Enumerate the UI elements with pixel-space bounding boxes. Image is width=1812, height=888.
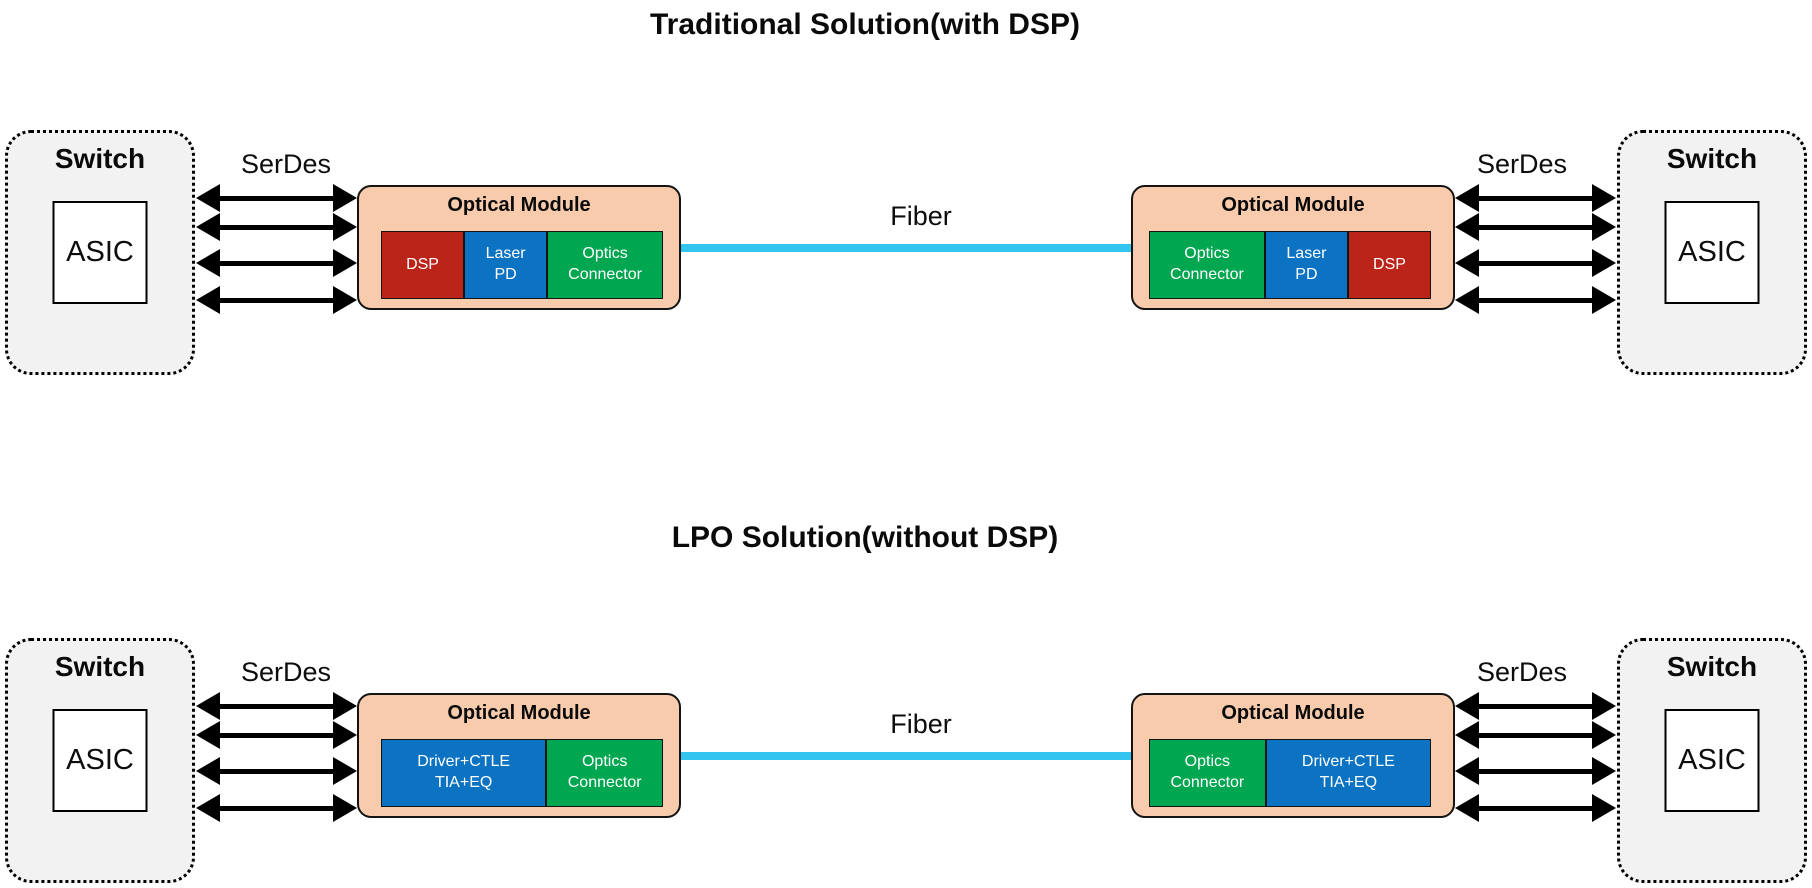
serdes-arrow-icon bbox=[196, 213, 357, 241]
switch-box-right: Switch ASIC bbox=[1617, 130, 1807, 375]
serdes-arrow-icon bbox=[1455, 794, 1616, 822]
serdes-arrow-icon bbox=[1455, 721, 1616, 749]
serdes-arrow-icon bbox=[1455, 286, 1616, 314]
module-blocks: Optics Connector Laser PD DSP bbox=[1149, 231, 1431, 299]
optical-module-right: Optical Module Optics Connector Laser PD… bbox=[1131, 185, 1455, 310]
optical-module-left: Optical Module DSP Laser PD Optics Conne… bbox=[357, 185, 681, 310]
module-block-driver-ctle: Driver+CTLE TIA+EQ bbox=[382, 740, 546, 806]
serdes-label-right: SerDes bbox=[1476, 657, 1568, 687]
fiber-label: Fiber bbox=[890, 709, 952, 739]
switch-box-right: Switch ASIC bbox=[1617, 638, 1807, 883]
module-block-optics-connector: Optics Connector bbox=[1150, 232, 1264, 298]
section-traditional: Traditional Solution(with DSP) Switch AS… bbox=[0, 0, 1812, 460]
serdes-arrow-icon bbox=[196, 721, 357, 749]
serdes-arrow-icon bbox=[1455, 757, 1616, 785]
serdes-arrow-icon bbox=[196, 757, 357, 785]
asic-chip: ASIC bbox=[1664, 709, 1760, 812]
module-block-driver-ctle: Driver+CTLE TIA+EQ bbox=[1264, 740, 1430, 806]
asic-chip: ASIC bbox=[52, 201, 148, 304]
serdes-label-left: SerDes bbox=[240, 657, 332, 687]
section-title: LPO Solution(without DSP) bbox=[671, 521, 1059, 554]
optical-module-title: Optical Module bbox=[1221, 194, 1365, 216]
serdes-label-right: SerDes bbox=[1476, 149, 1568, 179]
optical-module-right: Optical Module Optics Connector Driver+C… bbox=[1131, 693, 1455, 818]
module-block-laser-pd: Laser PD bbox=[1263, 232, 1347, 298]
fiber-line bbox=[681, 752, 1131, 760]
switch-label: Switch bbox=[1666, 143, 1758, 174]
module-block-optics-connector: Optics Connector bbox=[546, 232, 662, 298]
section-title: Traditional Solution(with DSP) bbox=[650, 8, 1080, 41]
section-lpo: LPO Solution(without DSP) Switch ASIC Se… bbox=[0, 508, 1812, 888]
serdes-arrow-icon bbox=[196, 286, 357, 314]
asic-chip: ASIC bbox=[1664, 201, 1760, 304]
module-block-optics-connector: Optics Connector bbox=[545, 740, 662, 806]
switch-label: Switch bbox=[1666, 651, 1758, 682]
serdes-label-left: SerDes bbox=[240, 149, 332, 179]
serdes-arrow-icon bbox=[196, 249, 357, 277]
serdes-arrow-icon bbox=[196, 184, 357, 212]
module-block-dsp: DSP bbox=[382, 232, 464, 298]
module-blocks: DSP Laser PD Optics Connector bbox=[381, 231, 663, 299]
fiber-line bbox=[681, 244, 1131, 252]
optical-module-left: Optical Module Driver+CTLE TIA+EQ Optics… bbox=[357, 693, 681, 818]
optical-module-title: Optical Module bbox=[447, 702, 591, 724]
serdes-arrow-icon bbox=[1455, 692, 1616, 720]
serdes-arrow-icon bbox=[1455, 213, 1616, 241]
switch-box-left: Switch ASIC bbox=[5, 638, 195, 883]
fiber-label: Fiber bbox=[890, 201, 952, 231]
module-blocks: Optics Connector Driver+CTLE TIA+EQ bbox=[1149, 739, 1431, 807]
module-block-optics-connector: Optics Connector bbox=[1150, 740, 1265, 806]
asic-chip: ASIC bbox=[52, 709, 148, 812]
serdes-arrow-icon bbox=[1455, 249, 1616, 277]
switch-label: Switch bbox=[54, 651, 146, 682]
optical-module-title: Optical Module bbox=[447, 194, 591, 216]
optical-module-title: Optical Module bbox=[1221, 702, 1365, 724]
module-block-laser-pd: Laser PD bbox=[463, 232, 547, 298]
switch-label: Switch bbox=[54, 143, 146, 174]
module-blocks: Driver+CTLE TIA+EQ Optics Connector bbox=[381, 739, 663, 807]
module-block-dsp: DSP bbox=[1346, 232, 1430, 298]
serdes-arrow-icon bbox=[1455, 184, 1616, 212]
switch-box-left: Switch ASIC bbox=[5, 130, 195, 375]
serdes-arrow-icon bbox=[196, 794, 357, 822]
serdes-arrow-icon bbox=[196, 692, 357, 720]
